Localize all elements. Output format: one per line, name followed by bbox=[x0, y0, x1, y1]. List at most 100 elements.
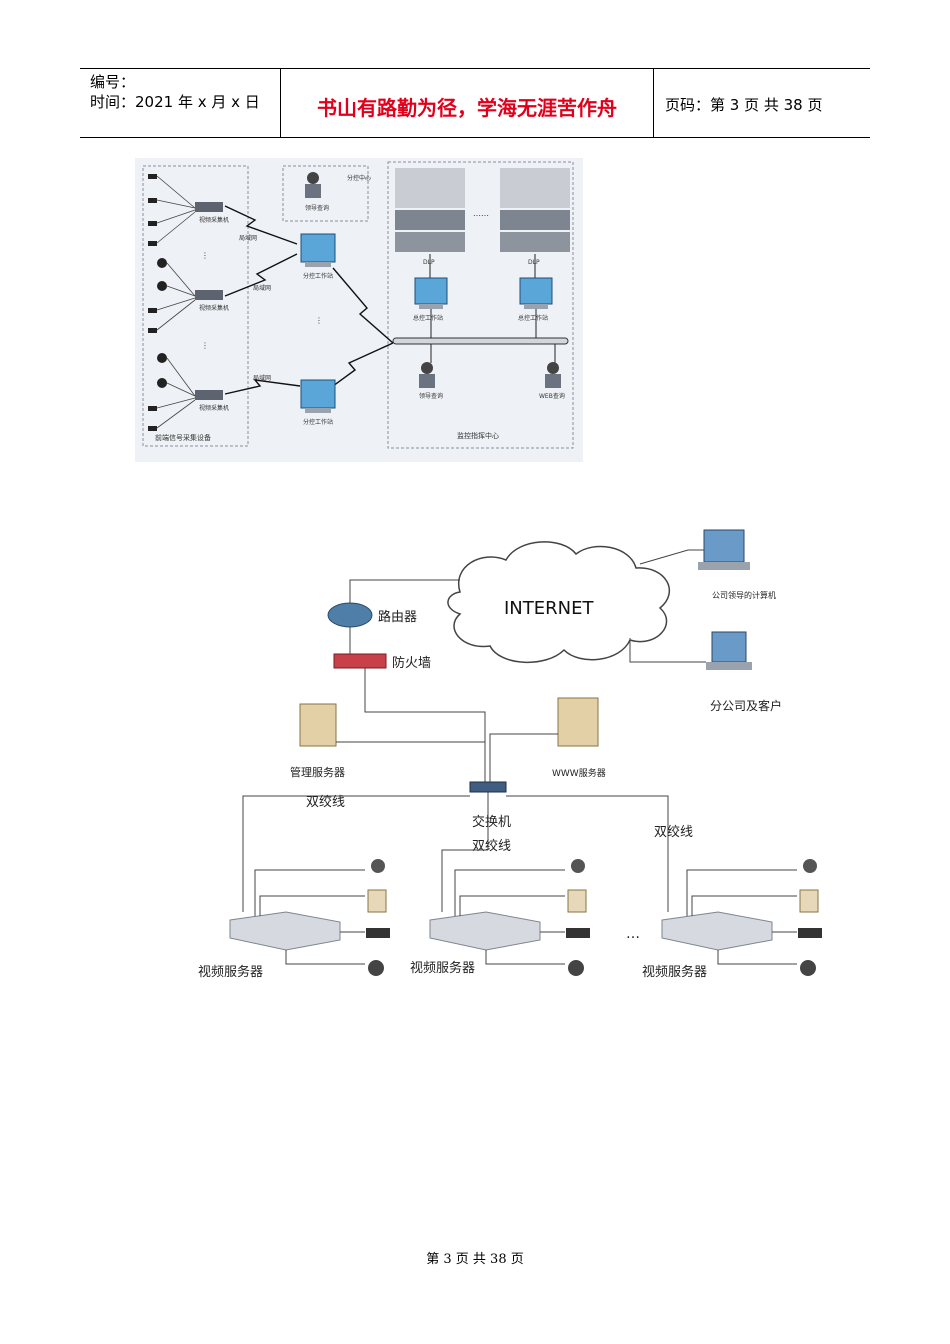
mgmt-server-label: 管理服务器 bbox=[290, 765, 345, 779]
sub-ws-base-2 bbox=[305, 408, 331, 413]
dlp-wall-1 bbox=[395, 168, 465, 252]
serial-label: 编号： bbox=[90, 73, 136, 91]
page-code: 页码：第 3 页 共 38 页 bbox=[665, 96, 823, 114]
firewall-switch-link bbox=[364, 668, 486, 782]
vs3-link-b bbox=[691, 895, 797, 916]
branch-pc-base bbox=[706, 662, 752, 670]
monitor-center-zone bbox=[387, 161, 574, 449]
ceiling-camera-icon bbox=[800, 960, 816, 976]
front-end-zone bbox=[142, 165, 249, 447]
video-server-label-1: 视频服务器 bbox=[198, 964, 263, 980]
video-server-group-2: 视频服务器 bbox=[410, 859, 590, 976]
bullet-camera-icon bbox=[366, 928, 390, 938]
ptz-camera-icon bbox=[799, 889, 819, 913]
page-footer: 第 3 页 共 38 页 bbox=[426, 1252, 524, 1267]
group-ellipsis: … bbox=[626, 926, 640, 942]
vs2-link-b bbox=[459, 895, 565, 916]
router-label: 路由器 bbox=[378, 609, 417, 625]
video-server-group-3: 视频服务器 bbox=[642, 859, 822, 980]
collector-label-1: 视频采集机 bbox=[199, 216, 229, 224]
www-server-icon bbox=[557, 697, 599, 747]
camera-wires bbox=[156, 175, 196, 429]
sub-center-label: 分控中心 bbox=[347, 174, 371, 182]
leader-laptop-base bbox=[698, 562, 750, 570]
page-header: 编号： 时间：2021 年 x 月 x 日 书山有路勤为径，学海无涯苦作舟 页码… bbox=[80, 68, 870, 138]
sub-ws-monitor-1 bbox=[300, 233, 336, 263]
internet-cloud bbox=[447, 541, 671, 663]
leader-laptop-icon bbox=[703, 529, 745, 563]
leader-query-top-label: 领导查询 bbox=[305, 204, 329, 212]
vs1-link-a bbox=[254, 869, 365, 916]
lan-label-2: 局域网 bbox=[253, 284, 271, 292]
firewall-label: 防火墙 bbox=[392, 655, 431, 671]
dlp-ellipsis: …… bbox=[473, 209, 489, 218]
collector-label-3: 视频采集机 bbox=[199, 404, 229, 412]
monitor-center-label: 监控指挥中心 bbox=[457, 431, 499, 440]
figure1-svg: 视频采集机 视频采集机 视频采集机 前端信号采集设备 ⋮ ⋮ 局域网 局域网 局… bbox=[142, 161, 574, 449]
sub-ws-base-1 bbox=[305, 262, 331, 267]
collector-label-2: 视频采集机 bbox=[199, 304, 229, 312]
vs1-link-b bbox=[259, 895, 365, 916]
bullet-camera-icon bbox=[566, 928, 590, 938]
ceiling-camera-icon bbox=[568, 960, 584, 976]
dots-3: ⋮ bbox=[315, 316, 323, 325]
header-motto-cell: 书山有路勤为径，学海无涯苦作舟 bbox=[280, 69, 654, 137]
twisted-pair-label-1: 双绞线 bbox=[306, 794, 345, 810]
video-server-icon-2 bbox=[429, 911, 541, 951]
date-line: 时间：2021 年 x 月 x 日 bbox=[90, 93, 260, 111]
header-page-cell: 页码：第 3 页 共 38 页 bbox=[653, 69, 870, 137]
switch-icon bbox=[469, 781, 507, 793]
video-server-label-2: 视频服务器 bbox=[410, 960, 475, 976]
main-ws-monitor-1 bbox=[414, 277, 448, 305]
mgmt-server-icon bbox=[299, 703, 337, 747]
video-server-icon-1 bbox=[229, 911, 341, 951]
sub-ws-label-1: 分控工作站 bbox=[303, 272, 333, 280]
www-switch-link bbox=[489, 733, 558, 782]
backbone-bus bbox=[392, 337, 569, 345]
leader-pc-label: 公司领导的计算机 bbox=[712, 590, 776, 600]
leader-icon bbox=[421, 362, 433, 374]
main-ws-monitor-2 bbox=[519, 277, 553, 305]
cloud-branch-link bbox=[629, 638, 706, 663]
figure-network-architecture: INTERNET 路由器 防火墙 公司领导的计算机 分公司及客户 管理服务器 W… bbox=[190, 520, 850, 1000]
dots-1: ⋮ bbox=[201, 251, 209, 260]
router-cloud-link bbox=[349, 579, 460, 603]
video-server-icon-3 bbox=[661, 911, 773, 951]
sub-center-zone bbox=[282, 165, 369, 222]
vs3-link-a bbox=[686, 869, 797, 916]
motto: 书山有路勤为径，学海无涯苦作舟 bbox=[317, 96, 617, 120]
vs2-link-d bbox=[485, 950, 565, 965]
trunk-mid bbox=[441, 849, 488, 912]
dlp-label-2: DLP bbox=[528, 259, 540, 266]
leader-body bbox=[419, 374, 435, 388]
web-query-label: WEB查询 bbox=[539, 392, 565, 400]
branch-pc-icon bbox=[711, 631, 747, 663]
video-server-group-1: 视频服务器 bbox=[198, 859, 390, 980]
figure-monitoring-topology: 视频采集机 视频采集机 视频采集机 前端信号采集设备 ⋮ ⋮ 局域网 局域网 局… bbox=[135, 158, 583, 462]
dome-camera-icon bbox=[803, 859, 817, 873]
ptz-camera-icon bbox=[567, 889, 587, 913]
vs1-link-d bbox=[285, 950, 365, 965]
ptz-camera-icon bbox=[367, 889, 387, 913]
trunk-left bbox=[242, 795, 470, 912]
sub-ws-monitor-2 bbox=[300, 379, 336, 409]
twisted-pair-label-3: 双绞线 bbox=[654, 824, 693, 840]
dots-2: ⋮ bbox=[201, 341, 209, 350]
web-user-body bbox=[545, 374, 561, 388]
router-icon bbox=[327, 602, 373, 628]
leader-query-label: 领导查询 bbox=[419, 392, 443, 400]
firewall-icon bbox=[333, 653, 387, 669]
lan-label-3: 局域网 bbox=[253, 374, 271, 382]
twisted-pair-label-2: 双绞线 bbox=[472, 838, 511, 854]
main-ws-base-1 bbox=[419, 304, 443, 309]
leader-body-top bbox=[305, 184, 321, 198]
lan-links bbox=[224, 205, 394, 395]
main-ws-label-2: 总控工作站 bbox=[518, 314, 548, 322]
internet-label: INTERNET bbox=[504, 598, 594, 619]
ceiling-camera-icon bbox=[368, 960, 384, 976]
web-user-icon bbox=[547, 362, 559, 374]
vs3-link-d bbox=[717, 950, 797, 965]
dome-camera-icon bbox=[371, 859, 385, 873]
video-server-label-3: 视频服务器 bbox=[642, 964, 707, 980]
camera-group bbox=[148, 174, 167, 431]
